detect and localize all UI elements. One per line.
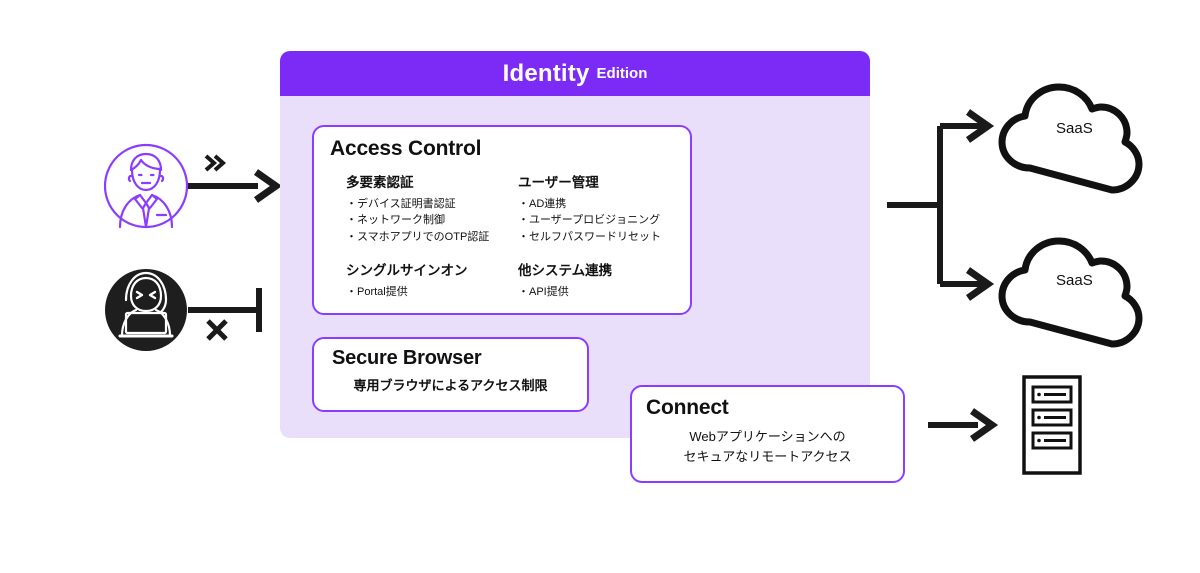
user-avatar-icon xyxy=(103,143,189,229)
feature-item: ・デバイス証明書認証 xyxy=(346,198,456,210)
feature-group-heading: 多要素認証 xyxy=(346,175,414,190)
hacker-blocked-connector xyxy=(188,288,262,332)
feature-group-integration: 他システム連携 ・API提供 xyxy=(518,259,676,300)
connect-description: Webアプリケーションへの セキュアなリモートアクセス xyxy=(632,427,903,467)
feature-group-heading: 他システム連携 xyxy=(518,262,613,278)
feature-group-heading: ユーザー管理 xyxy=(518,175,599,190)
secure-browser-description: 専用ブラウザによるアクセス制限 xyxy=(353,378,548,393)
panel-subtitle: Edition xyxy=(596,65,648,82)
access-control-feature-grid: 多要素認証 ・デバイス証明書認証 ・ネットワーク制御 ・スマホアプリでのOTP認… xyxy=(346,171,676,300)
secure-browser-title: Secure Browser xyxy=(332,347,482,369)
feature-group-user-management: ユーザー管理 ・AD連携 ・ユーザープロビジョニング ・セルフパスワードリセット xyxy=(518,171,676,245)
feature-group-heading: シングルサインオン xyxy=(346,262,468,278)
feature-item: ・AD連携 xyxy=(518,198,567,210)
access-control-title: Access Control xyxy=(330,137,482,160)
secure-browser-card: Secure Browser 専用ブラウザによるアクセス制限 xyxy=(312,337,589,412)
connect-card: Connect Webアプリケーションへの セキュアなリモートアクセス xyxy=(630,385,905,483)
cloud-label-saas-2: SaaS xyxy=(1056,272,1093,289)
access-control-card: Access Control 多要素認証 ・デバイス証明書認証 ・ネットワーク制… xyxy=(312,125,692,315)
feature-group-sso: シングルサインオン ・Portal提供 xyxy=(346,259,518,300)
connect-description-line2: セキュアなリモートアクセス xyxy=(683,448,852,464)
hacker-icon xyxy=(105,269,187,351)
feature-item: ・ネットワーク制御 xyxy=(346,214,445,227)
connect-title: Connect xyxy=(646,396,729,419)
feature-item: ・セルフパスワードリセット xyxy=(518,230,661,243)
cloud-icon xyxy=(998,83,1143,194)
panel-title: Identity xyxy=(502,59,590,87)
saas-branch-connector xyxy=(887,123,985,287)
feature-group-mfa: 多要素認証 ・デバイス証明書認証 ・ネットワーク制御 ・スマホアプリでのOTP認… xyxy=(346,171,518,245)
blocked-x-icon xyxy=(206,319,228,341)
user-allowed-arrow xyxy=(188,169,283,203)
cloud-icon xyxy=(998,237,1143,348)
server-rack-icon xyxy=(1022,375,1082,475)
feature-item: ・Portal提供 xyxy=(346,285,408,298)
cloud-label-saas-1: SaaS xyxy=(1056,120,1093,137)
user-chevron-marker xyxy=(204,154,227,172)
saas-branch-arrowheads xyxy=(965,109,995,301)
connect-description-line1: Webアプリケーションへの xyxy=(689,429,846,444)
feature-item: ・API提供 xyxy=(518,285,569,298)
feature-item: ・ユーザープロビジョニング xyxy=(518,214,661,227)
feature-item: ・スマホアプリでのOTP認証 xyxy=(346,230,490,243)
panel-header: Identity Edition xyxy=(280,51,870,96)
server-arrow xyxy=(928,408,999,442)
